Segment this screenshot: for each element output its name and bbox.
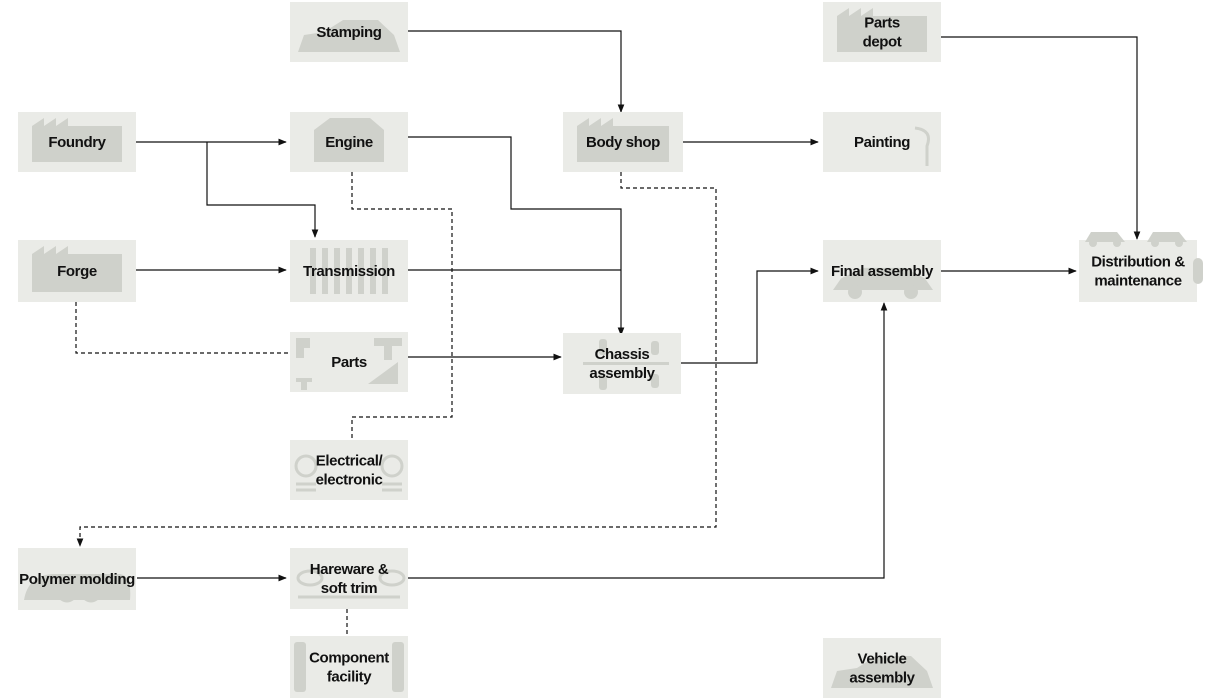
node-parts-depot: Parts depot xyxy=(823,2,941,62)
node-distribution: Distribution & maintenance xyxy=(1079,232,1203,302)
edge-stamping-body-shop xyxy=(408,30,625,113)
node-electrical: Electrical/electronic xyxy=(290,440,408,500)
edge-engine-chassis xyxy=(408,136,625,336)
node-label: Painting xyxy=(854,134,910,151)
lamp-icon xyxy=(294,454,404,492)
engine-icon xyxy=(314,118,384,162)
node-component: Component facility xyxy=(290,636,408,698)
node-box xyxy=(290,636,408,698)
node-body-shop: Body shop xyxy=(563,112,683,172)
node-label: Engine xyxy=(325,134,373,151)
node-transmission: Transmission xyxy=(290,240,408,302)
edge-engine-electrical xyxy=(351,172,453,440)
node-label: Component xyxy=(309,650,389,667)
car-icon xyxy=(833,267,933,299)
node-label: Final assembly xyxy=(831,263,934,280)
cars-icon xyxy=(1085,232,1203,284)
node-label: facility xyxy=(327,669,372,686)
node-label: electronic xyxy=(316,472,383,489)
car-body-icon xyxy=(831,656,933,688)
node-label: Hareware & xyxy=(310,561,389,578)
node-box xyxy=(823,112,941,172)
edge-parts-depot-distribution xyxy=(941,36,1141,240)
node-label: depot xyxy=(863,34,902,51)
node-foundry: Foundry xyxy=(18,112,136,172)
connector-layer xyxy=(75,30,1141,636)
node-label: Vehicle xyxy=(858,651,907,668)
edge-forge-parts xyxy=(75,302,290,354)
node-label: Foundry xyxy=(48,134,106,151)
node-label: assembly xyxy=(589,365,655,382)
node-label: Electrical/ xyxy=(316,453,384,470)
node-label: Polymer molding xyxy=(19,571,135,588)
node-label: Body shop xyxy=(586,134,660,151)
node-box xyxy=(290,548,408,609)
paint-gun-icon xyxy=(914,126,930,166)
node-label: Stamping xyxy=(316,24,381,41)
node-engine: Engine xyxy=(290,112,408,172)
node-stamping: Stamping xyxy=(290,2,408,62)
node-parts: Parts xyxy=(290,332,408,392)
gearbox-icon xyxy=(310,248,388,294)
edge-body-shop-polymer xyxy=(76,172,717,547)
node-vehicle: Vehicle assembly xyxy=(823,638,941,698)
component-icon xyxy=(294,642,404,692)
node-label: Parts xyxy=(331,354,367,371)
node-label: maintenance xyxy=(1094,273,1181,290)
factory-icon xyxy=(32,246,122,292)
mirror-icon xyxy=(296,569,406,599)
dashboard-icon xyxy=(24,574,131,603)
node-box xyxy=(1079,240,1197,302)
node-polymer: Polymer molding xyxy=(18,548,136,610)
node-label: soft trim xyxy=(321,580,377,597)
node-label: Chassis xyxy=(595,346,650,363)
node-label: assembly xyxy=(849,670,915,687)
node-final-assembly: Final assembly xyxy=(823,240,941,302)
factory-icon xyxy=(32,118,122,162)
edge-hardware-final-assembly xyxy=(408,302,888,579)
node-label: Transmission xyxy=(303,263,395,280)
node-label: Distribution & xyxy=(1091,254,1185,271)
parts-icon xyxy=(296,338,402,390)
node-hardware: Hareware & soft trim xyxy=(290,548,408,609)
factory-icon xyxy=(837,8,927,52)
node-forge: Forge xyxy=(18,240,136,302)
edge-foundry-transmission xyxy=(206,142,319,238)
chassis-icon xyxy=(583,339,669,390)
car-body-icon xyxy=(298,20,400,52)
node-painting: Painting xyxy=(823,112,941,172)
edge-chassis-final-assembly xyxy=(681,267,819,364)
factory-icon xyxy=(577,118,669,162)
node-label: Parts xyxy=(864,15,900,32)
node-label: Forge xyxy=(57,263,97,280)
node-chassis: Chassis assembly xyxy=(563,333,681,394)
